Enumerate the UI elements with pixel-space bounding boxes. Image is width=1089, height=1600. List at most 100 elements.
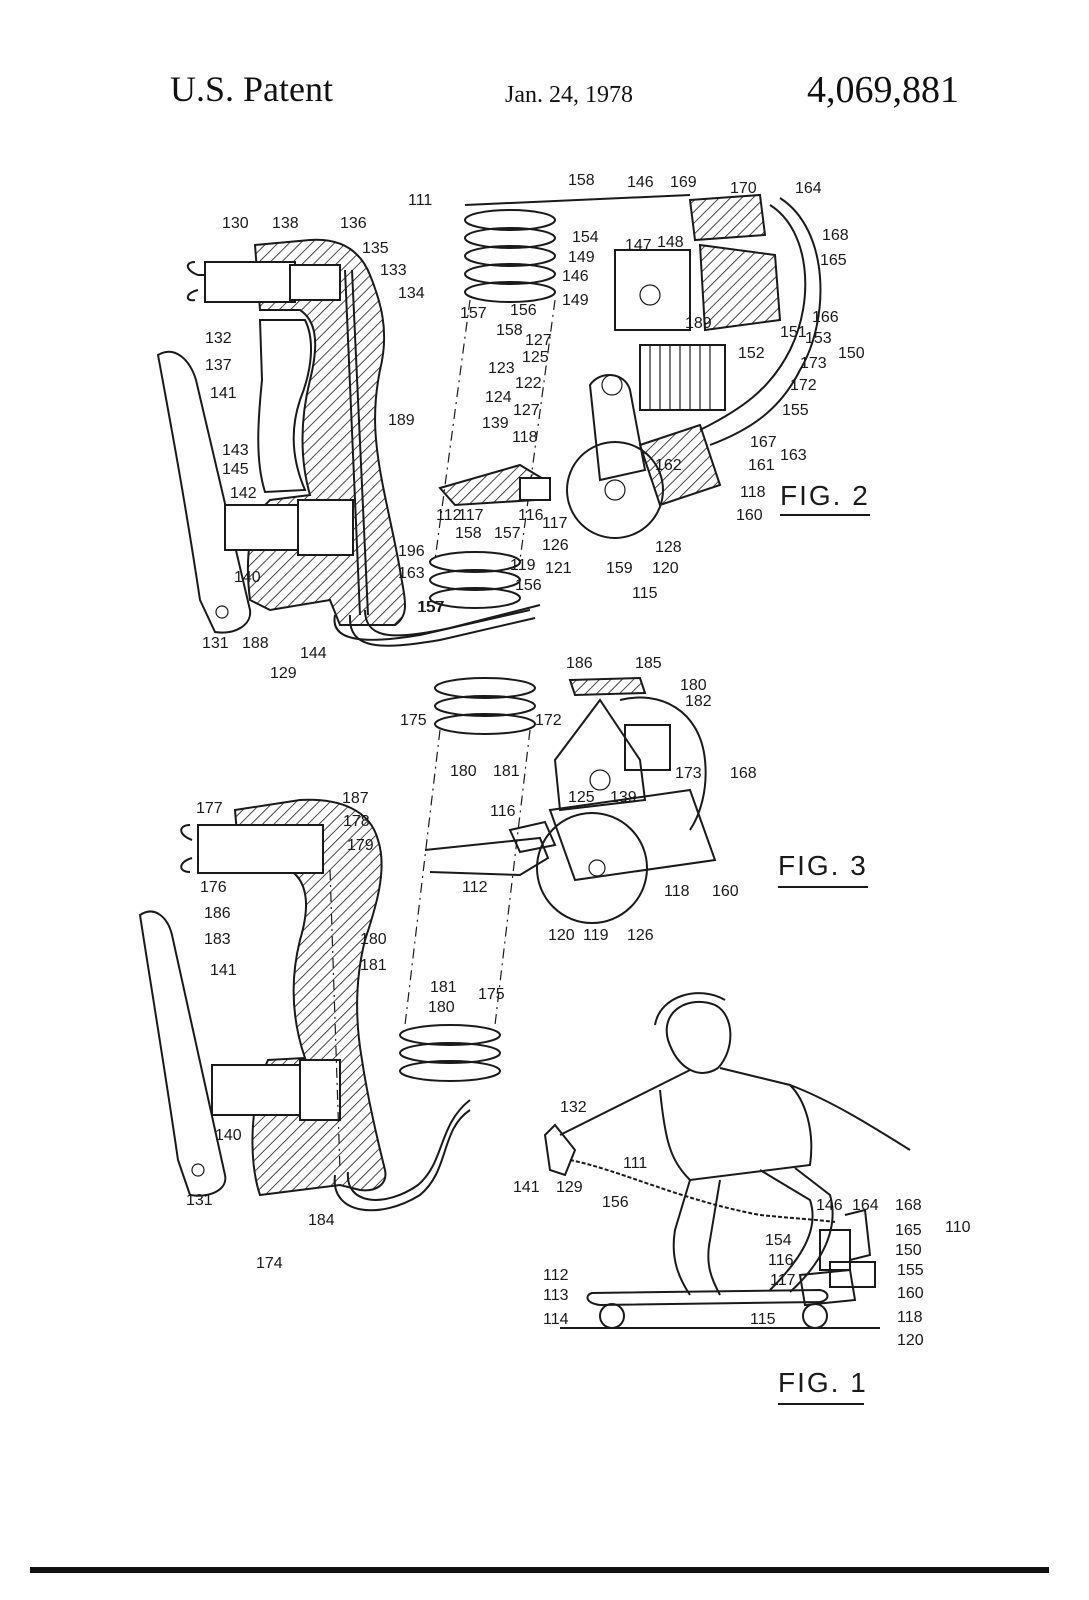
bottom-rule xyxy=(30,1567,1049,1573)
fig3-ref-label: 168 xyxy=(730,765,757,782)
fig2-ref-label: 127 xyxy=(525,332,552,349)
fig1-ref-label: 115 xyxy=(750,1311,776,1328)
fig2-ref-label: 156 xyxy=(510,302,537,319)
fig1-wheel-114 xyxy=(599,1303,625,1329)
fig2-caption: FIG. 2 xyxy=(780,480,870,511)
fig3-valve-185 xyxy=(568,676,647,697)
fig2-cylinder-165 xyxy=(698,243,782,332)
fig2-ref-label: 146 xyxy=(627,174,654,191)
fig3-ref-label: 119 xyxy=(583,927,609,944)
fig1-rider xyxy=(559,992,911,1296)
fig2-coil-upper xyxy=(464,209,556,303)
fig2-ref-label: 115 xyxy=(632,585,658,602)
fig1-board-112 xyxy=(586,1288,829,1307)
fig2-ref-label: 162 xyxy=(655,457,682,474)
fig2-ref-label: 122 xyxy=(515,375,542,392)
fig2-valve-147 xyxy=(614,249,691,331)
fig3-ref-label: 116 xyxy=(490,803,516,820)
fig2-ref-label: 166 xyxy=(812,309,839,326)
fig2-ref-label: 170 xyxy=(730,180,757,197)
fig2-drawing xyxy=(156,193,822,647)
fig3-ref-label: 112 xyxy=(462,879,488,896)
fig2-ref-label: 133 xyxy=(380,262,407,279)
fig2-ref-label: 117 xyxy=(458,507,484,524)
fig2-ref-label: 142 xyxy=(230,485,257,502)
fig3-ref-label: 180 xyxy=(680,677,707,694)
fig1-ref-label: 164 xyxy=(852,1197,879,1214)
fig3-ref-label: 186 xyxy=(204,905,231,922)
fig2-ref-label: 169 xyxy=(670,174,697,191)
fig2-ref-label: 129 xyxy=(270,665,297,682)
fig2-ref-label: 111 xyxy=(408,192,432,209)
fig2-ref-label: 189 xyxy=(388,412,415,429)
fig2-ref-label: 141 xyxy=(210,385,237,402)
fig2-arm-118 xyxy=(588,374,647,482)
fig2-ref-label: 150 xyxy=(838,345,865,362)
fig1-ref-label: 146 xyxy=(816,1197,843,1214)
fig2-ref-label: 149 xyxy=(562,292,589,309)
fig1-drawing xyxy=(543,992,911,1329)
fig2-ref-label: 143 xyxy=(222,442,249,459)
fig2-ref-label: 159 xyxy=(606,560,633,577)
fig2-valve-143 xyxy=(297,499,354,556)
fig2-ref-label: 173 xyxy=(800,355,827,372)
fig2-ref-label: 126 xyxy=(542,537,569,554)
fig2-ref-label: 196 xyxy=(398,543,425,560)
fig2-ref-label: 147 xyxy=(625,237,652,254)
fig2-gearbox-160 xyxy=(638,423,722,507)
fig1-ref-label: 111 xyxy=(623,1155,647,1172)
fig2-ref-label: 119 xyxy=(510,557,536,574)
fig3-ref-label: 181 xyxy=(493,763,520,780)
fig3-ref-label: 186 xyxy=(566,655,593,672)
fig2-ref-label: 153 xyxy=(805,330,832,347)
fig2-ref-label: 146 xyxy=(562,268,589,285)
fig3-ref-label: 174 xyxy=(256,1255,283,1272)
fig2-ref-label: 168 xyxy=(822,227,849,244)
fig3-ref-label: 177 xyxy=(196,800,223,817)
fig3-pivot-131 xyxy=(191,1163,205,1177)
fig2-ref-label: 158 xyxy=(455,525,482,542)
fig2-ref-label: 163 xyxy=(780,447,807,464)
fig2-hose-168 xyxy=(699,204,807,431)
fig2-ref-label: 157 xyxy=(418,599,445,616)
fig3-bracket-172 xyxy=(553,698,647,812)
fig3-ref-label: 182 xyxy=(685,693,712,710)
fig2-plunger-132 xyxy=(204,261,296,303)
fig2-ref-label: 131 xyxy=(202,635,229,652)
fig2-ref-label: 172 xyxy=(790,377,817,394)
fig3-ref-label: 118 xyxy=(664,883,690,900)
fig1-ref-label: 113 xyxy=(543,1287,569,1304)
fig2-ref-label: 160 xyxy=(736,507,763,524)
fig2-ref-label: 112 xyxy=(436,507,462,524)
fig2-lever xyxy=(156,350,252,634)
fig3-ref-label: 125 xyxy=(568,789,595,806)
fig3-ref-label: 141 xyxy=(210,962,237,979)
fig1-ref-label: 154 xyxy=(765,1232,792,1249)
fig2-plunger-cap xyxy=(186,261,205,302)
fig3-coil-lower xyxy=(399,1024,501,1082)
fig2-ref-label: 164 xyxy=(795,180,822,197)
fig3-lever xyxy=(138,910,227,1197)
fig3-tube-180 xyxy=(329,869,341,1171)
fig2-ref-label: 188 xyxy=(242,635,269,652)
fig3-ref-label: 187 xyxy=(342,790,369,807)
fig2-ref-label: 121 xyxy=(545,560,572,577)
fig3-ref-label: 180 xyxy=(360,931,387,948)
fig3-ref-label: 131 xyxy=(186,1192,213,1209)
fig3-board-112 xyxy=(424,836,550,877)
fig2-coil-lower xyxy=(429,551,521,609)
fig2-ref-label: 134 xyxy=(398,285,425,302)
fig2-valve-133 xyxy=(289,264,341,301)
fig2-ref-label: 157 xyxy=(417,599,444,616)
fig2-grip-cavity xyxy=(257,319,313,494)
fig2-ref-label: 117 xyxy=(542,515,568,532)
fig1-ref-label: 120 xyxy=(897,1332,924,1349)
fig1-ref-label: 116 xyxy=(768,1252,794,1269)
fig3-ref-label: 126 xyxy=(627,927,654,944)
fig3-gearbox-160 xyxy=(548,788,717,882)
fig2-ref-label: 135 xyxy=(362,240,389,257)
fig2-ref-label: 127 xyxy=(513,402,540,419)
fig2-ref-label: 151 xyxy=(780,324,807,341)
